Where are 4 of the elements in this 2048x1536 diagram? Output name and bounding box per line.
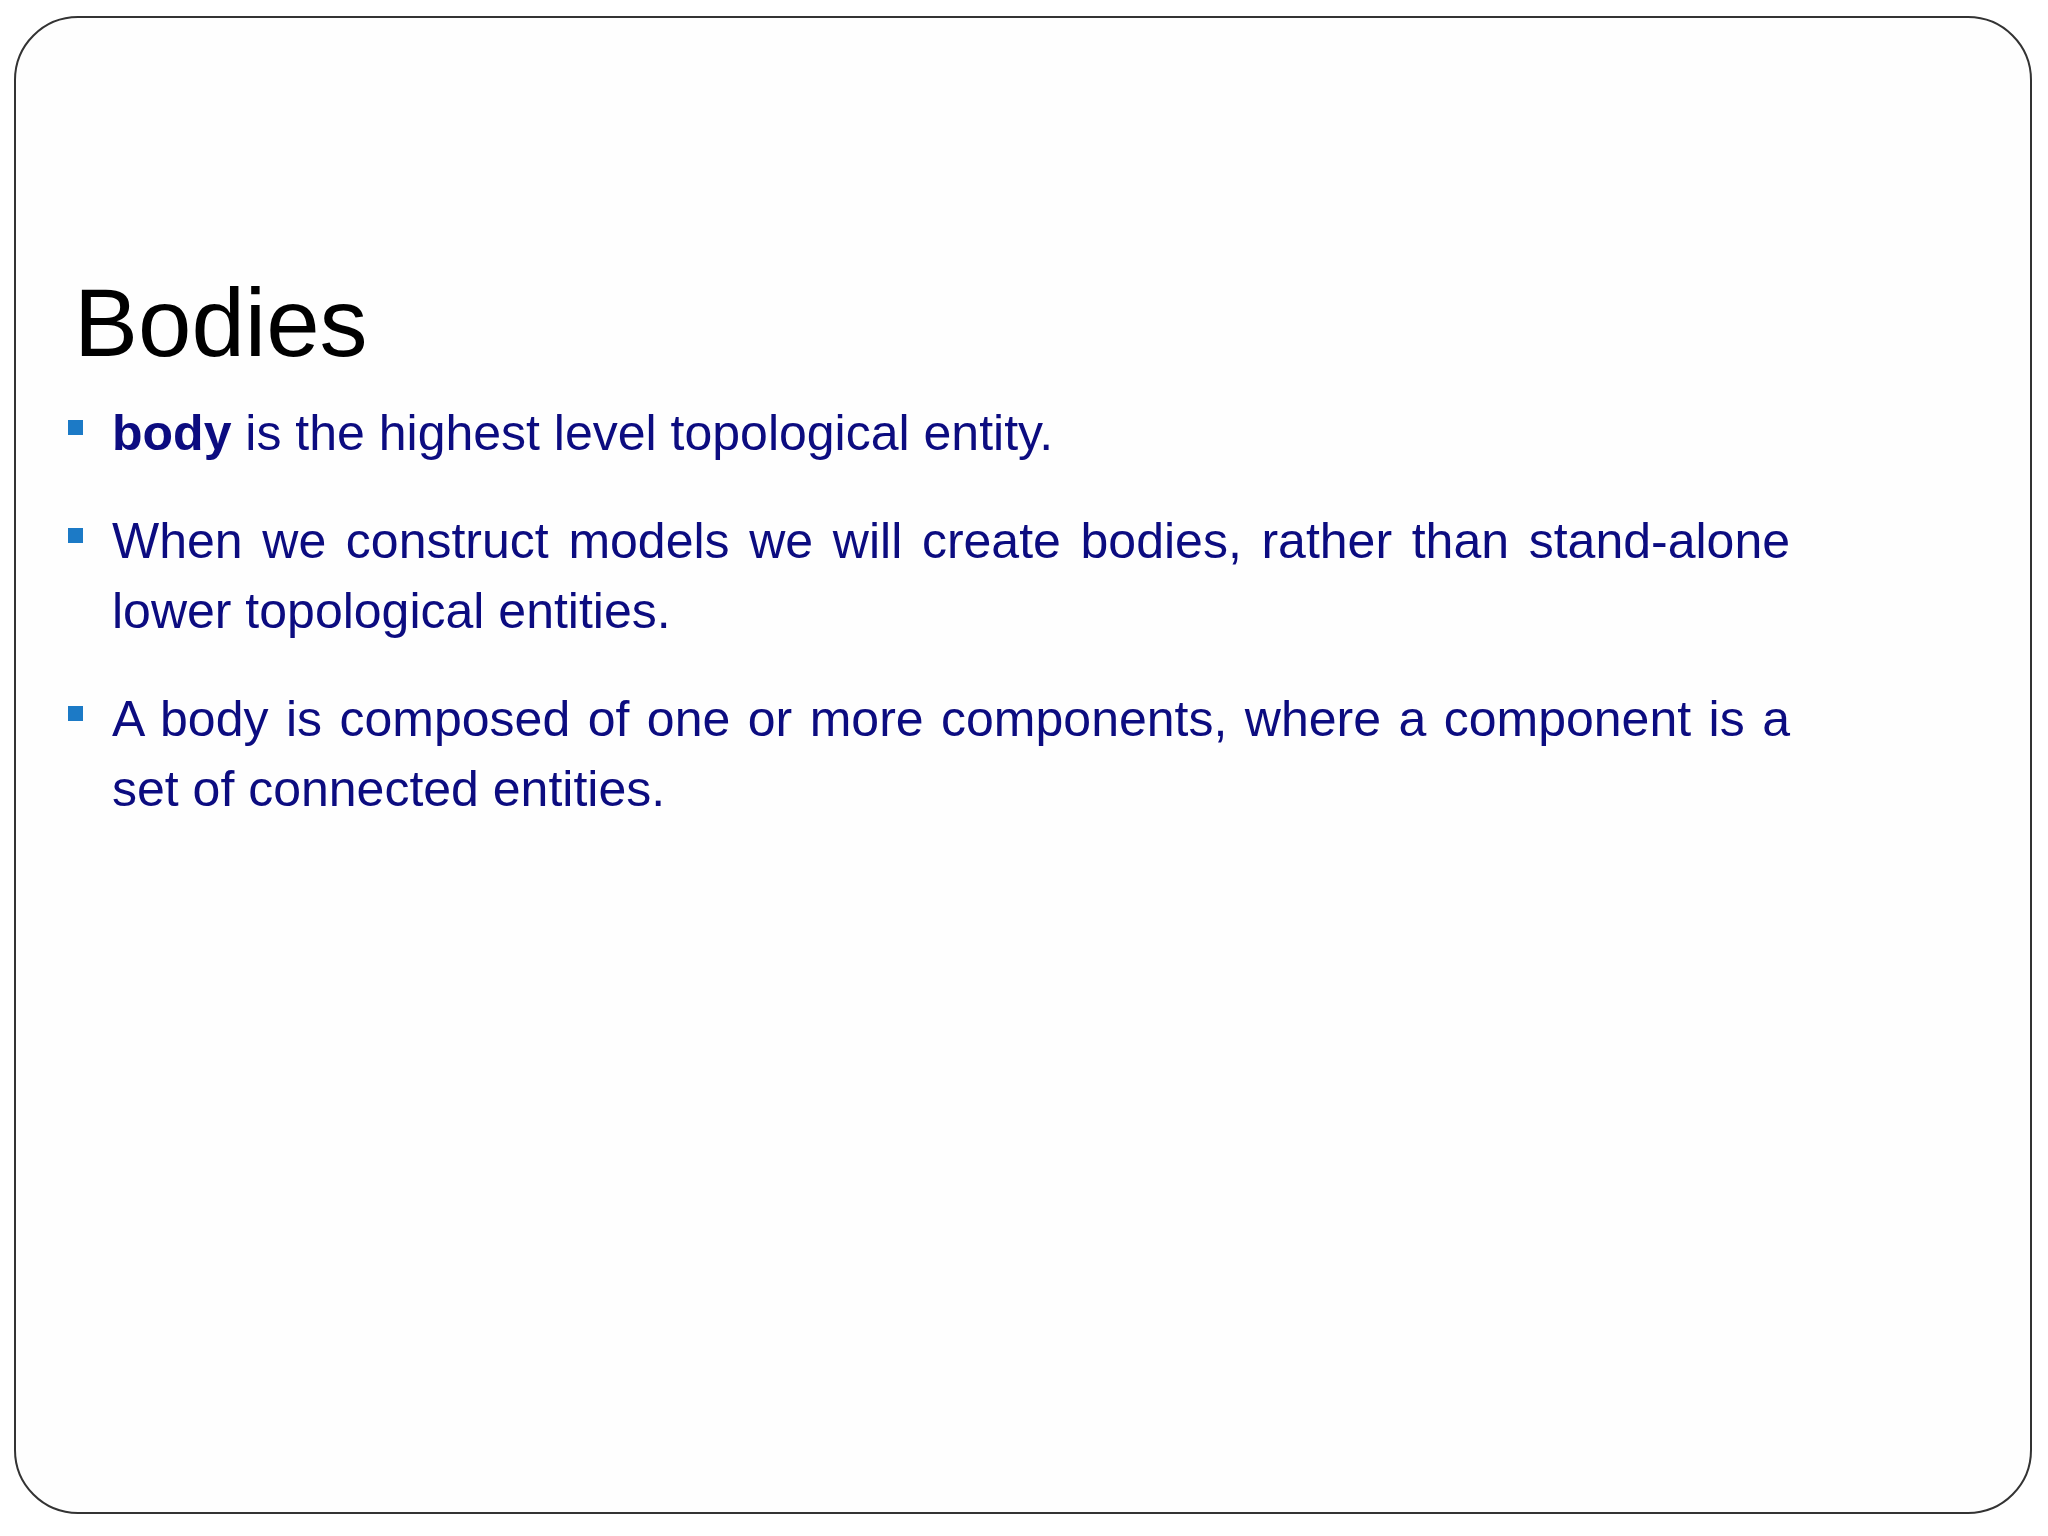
bullet-text: body is the highest level topological entity. — [112, 404, 1055, 463]
bullet-text: When we construct models we will create bodies, rather than stand-alone lower topological entities. — [112, 512, 1790, 641]
slide-title: Bodies — [74, 270, 368, 376]
bullet-text: A body is composed of one or more components, where a component is a set of connected entities. — [112, 690, 1790, 819]
